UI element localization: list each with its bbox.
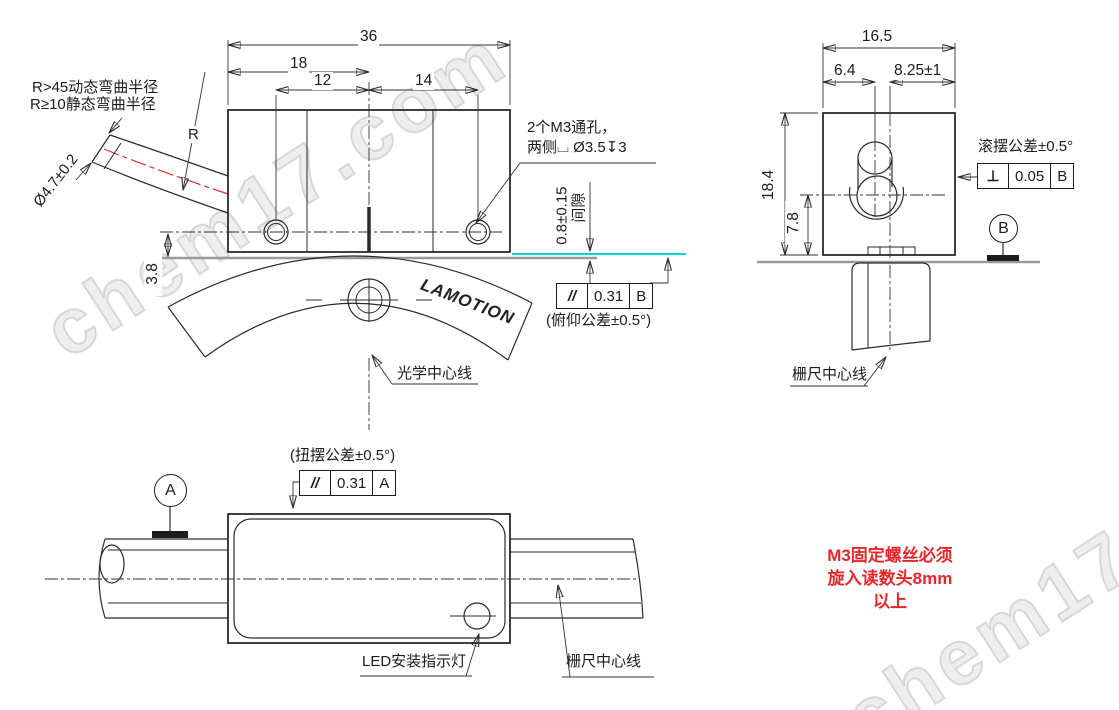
yaw-tolerance-datum: A	[372, 471, 395, 495]
note-dynamic-bend-radius: R>45动态弯曲半径	[32, 79, 159, 96]
pitch-tolerance-datum: B	[629, 284, 652, 308]
dim-cable-offset: 6.4	[832, 62, 858, 80]
yaw-tolerance-value: 0.31	[330, 471, 372, 495]
note-m3-line1: 2个M3通孔，	[527, 119, 617, 136]
dim-cable-height: 7.8	[785, 200, 803, 245]
side-view-geometry	[757, 43, 1040, 387]
dim-total-width: 36	[358, 28, 380, 46]
note-m3-line2: 两侧⌴ Ø3.5↧3	[527, 139, 627, 156]
roll-tolerance-datum: B	[1050, 164, 1073, 188]
front-view-geometry	[75, 40, 686, 430]
dim-left-to-center: 18	[288, 55, 310, 73]
warning-line-1: M3固定螺丝必须	[827, 546, 953, 565]
dim-gap-label: 间隙	[570, 192, 588, 223]
radius-label: R	[186, 126, 201, 144]
parallelism-icon: //	[310, 474, 320, 492]
pitch-tolerance-caption: (俯仰公差±0.5°)	[546, 312, 652, 329]
dim-gap-value: 0.8±0.15	[553, 186, 571, 245]
pitch-tolerance-value: 0.31	[587, 284, 629, 308]
datum-a-flag: A	[154, 474, 187, 507]
side-scale-centerline-label: 栅尺中心线	[792, 366, 868, 383]
yaw-tolerance-frame: // 0.31 A	[299, 470, 397, 496]
dim-hole-to-center: 12	[312, 72, 334, 90]
note-static-bend-radius: R≥10静态弯曲半径	[30, 96, 156, 113]
datum-b-flag: B	[989, 214, 1018, 243]
dim-side-total-width: 16.5	[855, 28, 899, 46]
bottom-view-geometry	[45, 481, 654, 678]
optical-centerline-label: 光学中心线	[397, 365, 473, 382]
roll-tolerance-frame: ⊥ 0.05 B	[977, 163, 1075, 189]
warning-line-3: 以上	[873, 592, 907, 611]
pitch-tolerance-frame: // 0.31 B	[556, 283, 654, 309]
dim-side-total-height: 18.4	[760, 161, 778, 208]
parallelism-icon: //	[567, 287, 577, 305]
dim-center-to-hole: 14	[413, 72, 435, 90]
dim-scale-axis-offset: 8.25±1	[892, 62, 944, 80]
bottom-scale-centerline-label: 栅尺中心线	[566, 653, 642, 670]
yaw-tolerance-caption: (扭摆公差±0.5°)	[290, 447, 396, 464]
roll-tolerance-value: 0.05	[1008, 164, 1050, 188]
dim-scale-offset: 3.8	[144, 251, 162, 296]
m3-screw-warning-note: M3固定螺丝必须 旋入读数头8mm 以上	[795, 544, 985, 613]
roll-tolerance-caption: 滚摆公差±0.5°	[978, 138, 1074, 155]
warning-line-2: 旋入读数头8mm	[827, 569, 953, 588]
perpendicularity-icon: ⊥	[986, 168, 1000, 185]
led-indicator-label: LED安装指示灯	[362, 653, 467, 670]
